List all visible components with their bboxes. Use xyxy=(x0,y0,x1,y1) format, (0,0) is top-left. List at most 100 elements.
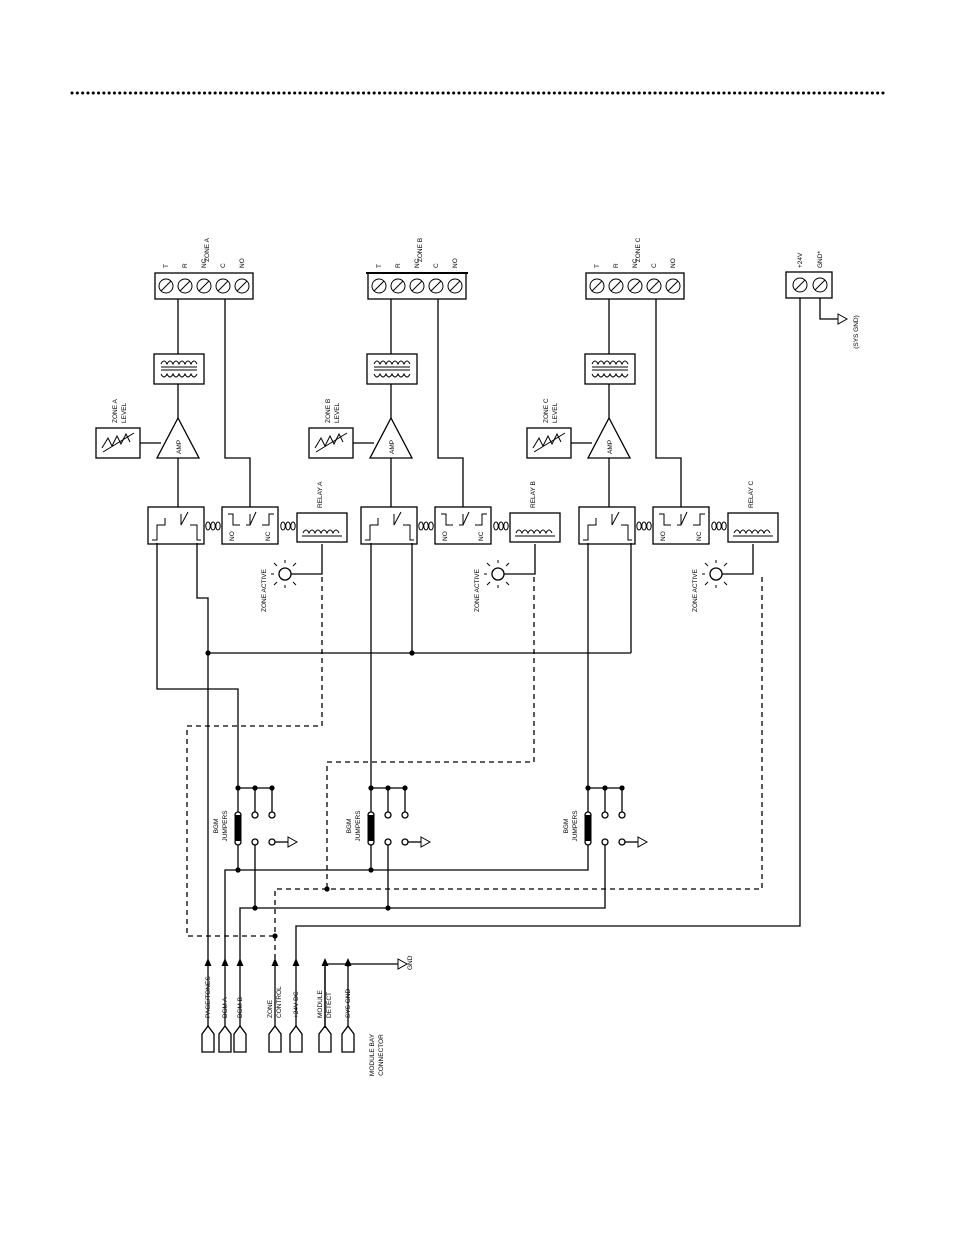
connector-label: CONNECTOR xyxy=(378,1034,385,1076)
relay-coil-icon xyxy=(509,512,561,543)
audio-switch-icon xyxy=(360,506,418,545)
connector-pin-icon xyxy=(233,1024,247,1053)
connector-pin-label: SYS GND xyxy=(345,988,352,1018)
audio-switch-icon xyxy=(147,506,205,545)
relay-contact-label: NO xyxy=(229,531,236,541)
screw-terminal-icon xyxy=(627,278,643,294)
connector-pin: +24V DC xyxy=(289,958,303,1053)
terminal-label: NC xyxy=(201,258,208,268)
connector-pin-icon xyxy=(201,1024,215,1053)
zone-terminal-block xyxy=(367,272,467,300)
zone-active-label: ZONE ACTIVE xyxy=(474,568,481,612)
screw-terminal-icon xyxy=(215,278,231,294)
amp-label: AMP xyxy=(389,440,396,454)
bgm-jumpers-label: BGM xyxy=(213,819,220,834)
terminal-label: NC xyxy=(632,258,639,268)
bgm-jumpers-label: JUMPERS xyxy=(355,810,362,842)
connector-pin-label: PAGE/TONES xyxy=(205,976,212,1018)
screw-terminal-icon xyxy=(792,277,828,293)
level-label: LEVEL xyxy=(334,402,341,423)
terminal-label: C xyxy=(220,263,227,268)
screw-terminal-icon xyxy=(589,278,605,294)
terminal-label: R xyxy=(613,263,620,268)
bus-wiring xyxy=(156,298,801,960)
jumper-shunt-icon[interactable] xyxy=(367,815,375,841)
transformer-icon xyxy=(153,353,205,385)
amplifier-icon xyxy=(586,416,632,459)
terminal-label: NO xyxy=(239,258,246,268)
zone-terminal-block xyxy=(154,272,254,300)
terminal-label: R xyxy=(395,263,402,268)
connector-pin-label: BGM A xyxy=(222,997,229,1018)
sys-gnd-label: (SYS GND) xyxy=(853,315,860,349)
transformer-icon xyxy=(366,353,418,385)
ground-arrow-icon xyxy=(397,958,409,970)
connector-pin: BGM A xyxy=(218,958,232,1053)
connector-pin: BGM B xyxy=(233,958,247,1053)
connector-pin-icon xyxy=(268,1024,282,1053)
coupling-icon xyxy=(205,521,221,531)
coupling-icon xyxy=(418,521,434,531)
level-label: ZONE A xyxy=(112,398,119,423)
relay-contact-icon xyxy=(221,506,279,545)
connector-pin-label: BGM B xyxy=(237,997,244,1018)
terminal-label: NO xyxy=(452,258,459,268)
relay-label: RELAY B xyxy=(530,481,537,508)
connector-label: MODULE BAY xyxy=(369,1033,376,1076)
ground-arrow-icon xyxy=(420,836,432,848)
level-label: LEVEL xyxy=(552,402,559,423)
zone-terminal-block xyxy=(585,272,685,300)
relay-label: RELAY A xyxy=(317,481,324,508)
jumper-shunt-icon[interactable] xyxy=(234,815,242,841)
terminal-label: C xyxy=(651,263,658,268)
level-label: LEVEL xyxy=(121,402,128,423)
relay-coil-icon xyxy=(727,512,779,543)
level-label: ZONE C xyxy=(543,398,550,423)
bgm-jumpers-label: BGM xyxy=(346,819,353,834)
screw-terminal-icon xyxy=(158,278,174,294)
relay-contact-label: NC xyxy=(478,531,485,541)
power-terminal-block: +24V GND* (SYS GND) xyxy=(785,251,860,349)
relay-contact-label: NO xyxy=(660,531,667,541)
connector-pin-icon xyxy=(218,1024,232,1053)
relay-contact-label: NC xyxy=(265,531,272,541)
screw-terminal-icon xyxy=(646,278,662,294)
relay-coil-icon xyxy=(296,512,348,543)
transformer-icon xyxy=(584,353,636,385)
level-control-icon xyxy=(308,427,354,459)
connector-pin-label: DETECT xyxy=(326,992,333,1018)
terminal-label: R xyxy=(182,263,189,268)
level-control-icon xyxy=(95,427,141,459)
terminal-label: C xyxy=(433,263,440,268)
connector-pin-label: MODULE xyxy=(317,990,324,1018)
relay-contact-icon xyxy=(652,506,710,545)
connector-pin-icon xyxy=(341,1024,355,1053)
amplifier-icon xyxy=(155,416,201,459)
relay-contact-icon xyxy=(434,506,492,545)
power-terminal-gnd-label: GND* xyxy=(817,251,824,268)
audio-switch-icon xyxy=(578,506,636,545)
zone-label: ZONE A xyxy=(204,237,211,262)
connector-pin-label: +24V DC xyxy=(293,991,300,1018)
gnd-label: GND xyxy=(407,955,414,970)
bgm-jumpers-label: JUMPERS xyxy=(572,810,579,842)
ground-arrow-icon xyxy=(287,836,299,848)
terminal-label: NO xyxy=(670,258,677,268)
relay-label: RELAY C xyxy=(748,480,755,508)
screw-terminal-icon xyxy=(371,278,387,294)
connector-pin-icon xyxy=(318,1024,332,1053)
connector-pin-label: CONTROL xyxy=(276,986,283,1018)
jumper-shunt-icon[interactable] xyxy=(584,815,592,841)
coupling-icon xyxy=(493,521,509,531)
connector-pin: PAGE/TONES xyxy=(201,958,215,1053)
screw-terminal-icon xyxy=(409,278,425,294)
screw-terminal-icon xyxy=(608,278,624,294)
level-label: ZONE B xyxy=(325,399,332,423)
